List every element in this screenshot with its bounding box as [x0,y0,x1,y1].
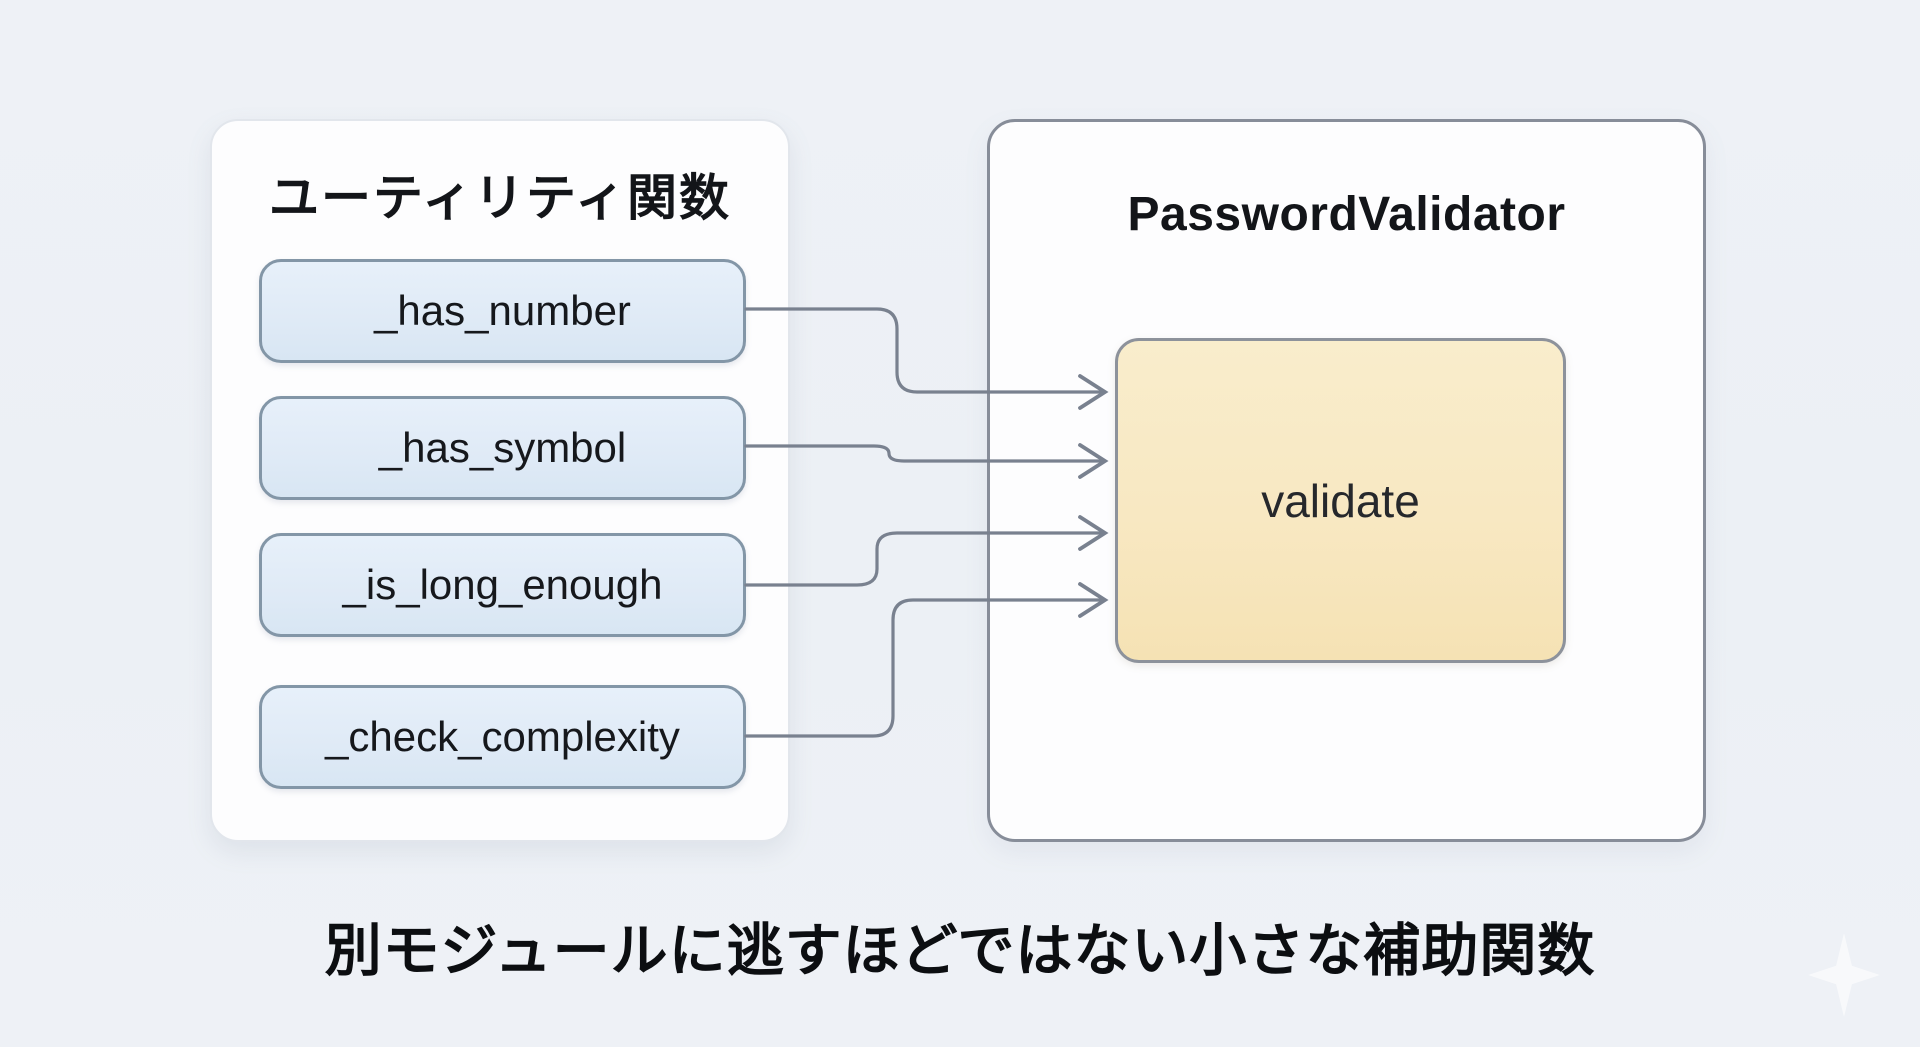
utility-function-box-is-long-enough: _is_long_enough [259,533,746,637]
utility-function-label: _has_symbol [378,424,627,471]
validate-method-label: validate [1261,474,1420,527]
utility-function-box-has-symbol: _has_symbol [259,396,746,500]
validate-method-box: validate [1115,338,1566,663]
utility-function-label: _has_number [374,287,631,334]
utility-function-box-check-complexity: _check_complexity [259,685,746,789]
validator-panel-title: PasswordValidator [1127,188,1566,241]
utility-panel: ユーティリティ関数 _has_number _has_symbol _is_lo… [210,119,790,842]
caption: 別モジュールに逃すほどではない小さな補助関数 [324,919,1596,983]
utility-panel-title: ユーティリティ関数 [269,170,731,226]
validator-panel: PasswordValidator validate [987,119,1706,842]
utility-function-label: _is_long_enough [342,561,663,608]
utility-function-box-has-number: _has_number [259,259,746,363]
utility-function-label: _check_complexity [325,713,680,760]
